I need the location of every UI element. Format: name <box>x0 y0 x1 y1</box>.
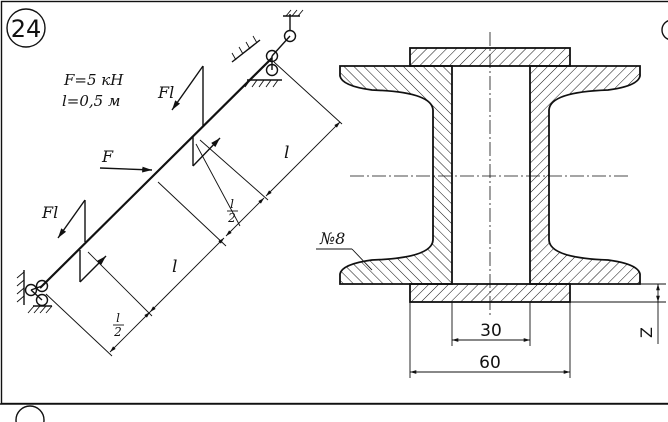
force-label: F <box>101 147 114 166</box>
moment-bottom-label: Fl <box>41 203 58 222</box>
moment-top-label: Fl <box>157 83 174 102</box>
dimension-lines <box>109 121 341 353</box>
extension-lines <box>45 61 343 357</box>
force-arrow <box>99 166 153 173</box>
given-force: F=5 кН <box>63 71 124 89</box>
svg-text:2: 2 <box>113 325 122 339</box>
channel-left <box>339 65 453 285</box>
problem-number: 24 <box>11 15 42 43</box>
dim-inner: 30 <box>480 321 502 341</box>
svg-text:2: 2 <box>227 211 236 225</box>
channel-right <box>529 65 641 285</box>
dim-outer: 60 <box>479 353 501 373</box>
dim-vertical: Z <box>637 327 656 338</box>
half-upper-fraction: l 2 <box>227 197 238 225</box>
moment-top <box>171 65 221 167</box>
moment-bottom <box>57 199 107 283</box>
support-left <box>16 270 53 314</box>
span-upper-label: l <box>284 143 289 163</box>
beam <box>39 57 273 289</box>
profile-label: №8 <box>319 229 345 248</box>
given-length: l=0,5 м <box>62 92 120 110</box>
beam-diagram: Fl Fl F l l l <box>16 9 343 357</box>
span-lower-label: l <box>172 257 177 277</box>
support-right <box>231 9 304 88</box>
svg-text:l: l <box>230 197 234 211</box>
cross-section: №8 30 60 Z <box>316 32 666 378</box>
half-lower-fraction: l 2 <box>113 311 124 339</box>
problem-number-badge: 24 <box>6 8 46 48</box>
svg-text:l: l <box>116 311 120 325</box>
